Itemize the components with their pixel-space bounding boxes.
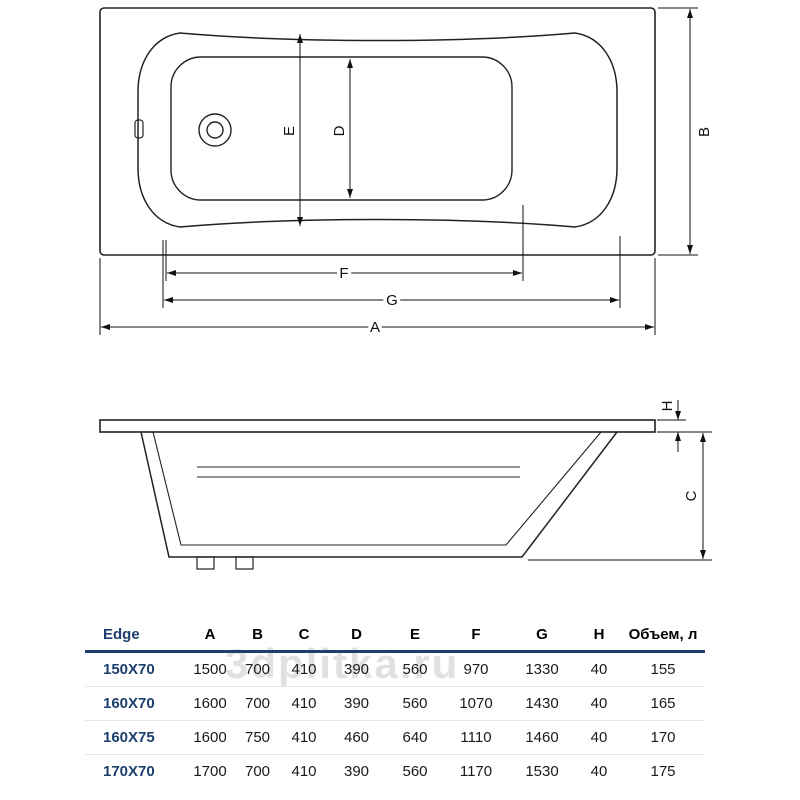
value-cell: 390 xyxy=(343,661,370,678)
rim-flange xyxy=(99,419,656,433)
value-cell: 175 xyxy=(650,763,676,780)
value-cell: 700 xyxy=(244,695,271,712)
value-cell: 40 xyxy=(590,661,608,678)
side-view-dimensions xyxy=(528,400,712,561)
value-cell: 700 xyxy=(244,661,271,678)
tub-outer-edge xyxy=(99,7,656,256)
value-cell: 1170 xyxy=(459,763,493,780)
technical-drawing: E D B F G A xyxy=(99,7,717,570)
tub-body-outline xyxy=(140,431,618,558)
tub-rim xyxy=(137,32,618,228)
dim-label-b: B xyxy=(696,127,713,137)
header-cell-b: B xyxy=(252,625,263,643)
dimensions-table: 3dplitka.ru Edge A B C D E F G H Объем, … xyxy=(85,618,705,788)
value-cell: 40 xyxy=(590,763,608,780)
side-view-dim-labels: H C xyxy=(656,397,704,505)
model-cell: 160X70 xyxy=(103,695,155,712)
value-cell: 1700 xyxy=(193,763,227,780)
value-cell: 1460 xyxy=(525,729,559,746)
feet xyxy=(196,556,254,570)
model-cell: 160X75 xyxy=(103,729,155,746)
value-cell: 1600 xyxy=(193,695,227,712)
top-view-dimensions xyxy=(99,7,698,335)
table-row: 150X70 1500 700 410 390 560 970 1330 40 … xyxy=(85,653,705,687)
header-cell-h: H xyxy=(593,625,605,643)
drain-icon xyxy=(198,113,232,147)
header-cell-d: D xyxy=(351,625,362,643)
header-cell-e: E xyxy=(409,625,420,643)
value-cell: 1330 xyxy=(525,661,559,678)
value-cell: 640 xyxy=(402,729,428,746)
value-cell: 390 xyxy=(343,695,370,712)
tub-basin xyxy=(170,56,513,201)
value-cell: 1530 xyxy=(525,763,559,780)
dim-label-c: C xyxy=(683,490,700,501)
header-cell-model: Edge xyxy=(103,625,140,643)
header-cell-f: F xyxy=(471,625,481,643)
dim-label-e: E xyxy=(281,126,298,136)
table-row: 160X75 1600 750 410 460 640 1110 1460 40… xyxy=(85,721,705,755)
value-cell: 410 xyxy=(291,695,317,712)
value-cell: 1500 xyxy=(193,661,227,678)
value-cell: 170 xyxy=(650,729,676,746)
table-header: Edge A B C D E F G H Объем, л xyxy=(85,618,705,653)
value-cell: 390 xyxy=(343,763,370,780)
value-cell: 750 xyxy=(244,729,271,746)
side-view xyxy=(99,419,656,570)
dim-label-d: D xyxy=(331,125,348,136)
top-view xyxy=(99,7,656,256)
value-cell: 165 xyxy=(650,695,676,712)
model-cell: 170X70 xyxy=(103,763,155,780)
value-cell: 460 xyxy=(343,729,370,746)
value-cell: 560 xyxy=(402,695,428,712)
table-row: 170X70 1700 700 410 390 560 1170 1530 40… xyxy=(85,755,705,788)
dim-label-f: F xyxy=(339,265,348,282)
tub-inner-shell xyxy=(152,431,602,546)
value-cell: 40 xyxy=(590,729,608,746)
header-cell-c: C xyxy=(298,625,310,643)
overflow-icon xyxy=(134,119,144,139)
value-cell: 560 xyxy=(402,763,428,780)
value-cell: 1600 xyxy=(193,729,227,746)
value-cell: 410 xyxy=(291,661,317,678)
value-cell: 410 xyxy=(291,729,317,746)
header-cell-volume: Объем, л xyxy=(628,625,698,643)
value-cell: 1070 xyxy=(459,695,493,712)
value-cell: 40 xyxy=(590,695,608,712)
value-cell: 155 xyxy=(650,661,676,678)
dim-label-g: G xyxy=(386,292,398,309)
value-cell: 700 xyxy=(244,763,271,780)
value-cell: 1430 xyxy=(525,695,559,712)
header-cell-a: A xyxy=(204,625,216,643)
dim-label-a: A xyxy=(370,319,380,336)
value-cell: 410 xyxy=(291,763,317,780)
dim-label-h: H xyxy=(659,401,676,412)
header-cell-g: G xyxy=(536,625,548,643)
top-view-dim-labels: E D B F G A xyxy=(278,122,717,340)
value-cell: 970 xyxy=(463,661,489,678)
table-row: 160X70 1600 700 410 390 560 1070 1430 40… xyxy=(85,687,705,721)
value-cell: 560 xyxy=(402,661,428,678)
model-cell: 150X70 xyxy=(103,661,155,678)
value-cell: 1110 xyxy=(460,729,492,746)
